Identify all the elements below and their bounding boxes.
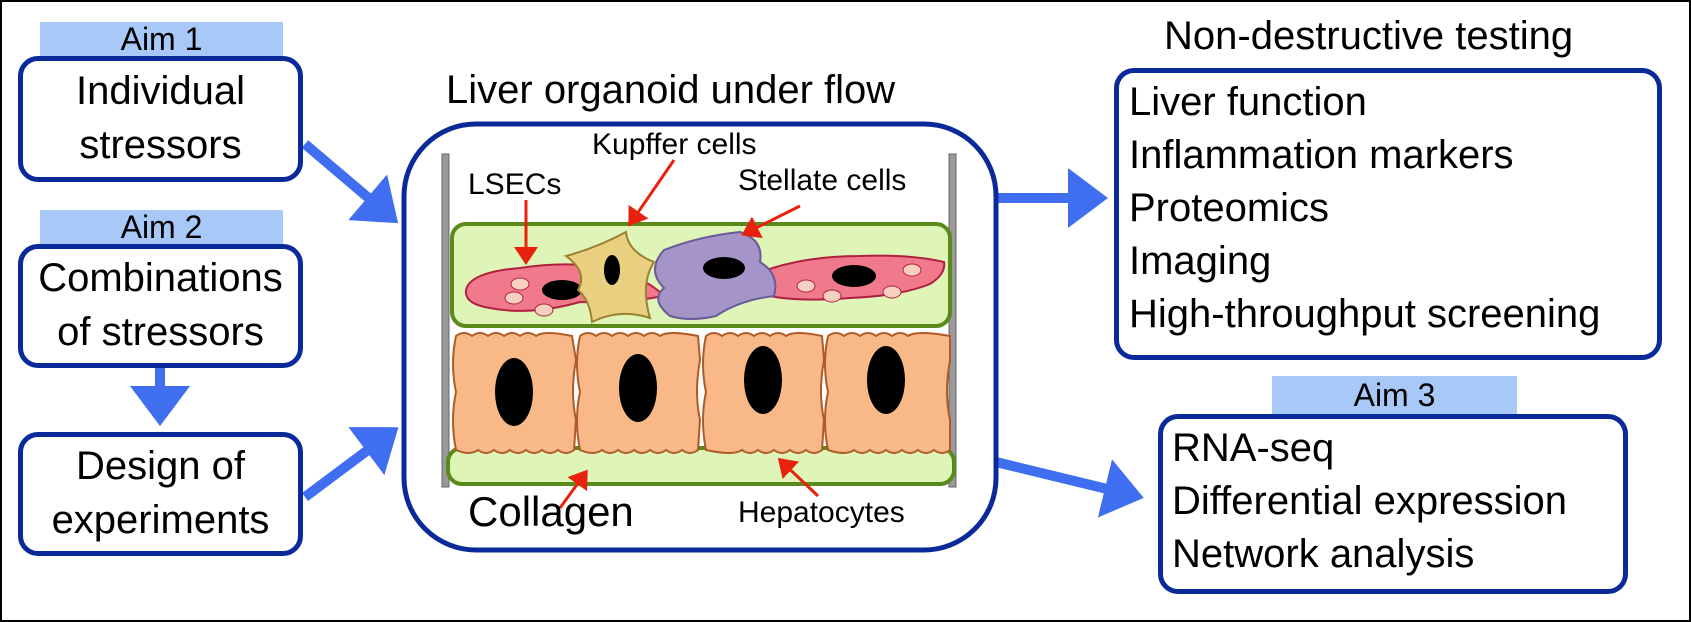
aim2-tag: Aim 2: [40, 210, 283, 244]
aim3-item: Network analysis: [1172, 532, 1475, 576]
aim3-tag: Aim 3: [1272, 376, 1517, 414]
aim3-item: RNA-seq: [1172, 426, 1335, 470]
hepatocyte-cell: [702, 332, 826, 454]
ndt-list: Liver function Inflammation markers Prot…: [1129, 76, 1600, 341]
ndt-box: [1114, 68, 1662, 360]
pointer-hepatocytes: [777, 457, 820, 498]
label-stellate: Stellate cells: [738, 164, 907, 197]
arrow-organoid-to-aim3: [994, 457, 1144, 518]
ndt-item: Imaging: [1129, 239, 1272, 283]
channel-wall-left: [441, 153, 450, 488]
pointer-arrows: [514, 159, 820, 509]
doe-box: [18, 432, 303, 556]
aim1-line2: stressors: [79, 123, 242, 167]
aim2-text: Combinations of stressors: [18, 251, 303, 359]
ndt-item: High-throughput screening: [1129, 292, 1601, 336]
aim3-list: RNA-seq Differential expression Network …: [1172, 422, 1567, 581]
pointer-collagen: [558, 469, 588, 509]
label-hepatocytes: Hepatocytes: [738, 496, 905, 529]
arrow-aim1-to-organoid: [301, 140, 399, 224]
ndt-item: Proteomics: [1129, 186, 1330, 230]
ndt-item: Inflammation markers: [1129, 133, 1514, 177]
aim3-box: [1158, 414, 1628, 594]
organoid-title: Liver organoid under flow: [446, 68, 896, 112]
hepatocyte-cell: [452, 332, 578, 454]
aim1-text: Individual stressors: [18, 64, 303, 172]
hepatocyte-cell: [824, 332, 951, 454]
doe-line2: experiments: [51, 498, 270, 542]
aim2-box: [18, 244, 303, 368]
aim3-item: Differential expression: [1172, 479, 1568, 523]
arrow-doe-to-organoid: [302, 427, 399, 502]
ndt-item: Liver function: [1129, 80, 1367, 124]
pointer-kupffer: [628, 159, 676, 227]
aim1-line1: Individual: [75, 69, 245, 113]
aim1-box: [18, 56, 303, 182]
aim2-line1: Combinations: [38, 256, 283, 300]
label-kupffer: Kupffer cells: [592, 128, 757, 161]
aim1-tag: Aim 1: [40, 22, 283, 56]
doe-text: Design of experiments: [18, 439, 303, 547]
label-collagen: Collagen: [468, 488, 634, 535]
doe-line1: Design of: [76, 444, 245, 488]
hepatocytes: [452, 332, 951, 454]
flow-arrows: [130, 140, 1144, 518]
aim2-line2: of stressors: [57, 310, 264, 354]
label-lsecs: LSECs: [468, 168, 562, 201]
ndt-title: Non-destructive testing: [1164, 14, 1574, 58]
hepatocyte-cell: [576, 332, 702, 454]
pointer-stellate: [741, 204, 801, 239]
